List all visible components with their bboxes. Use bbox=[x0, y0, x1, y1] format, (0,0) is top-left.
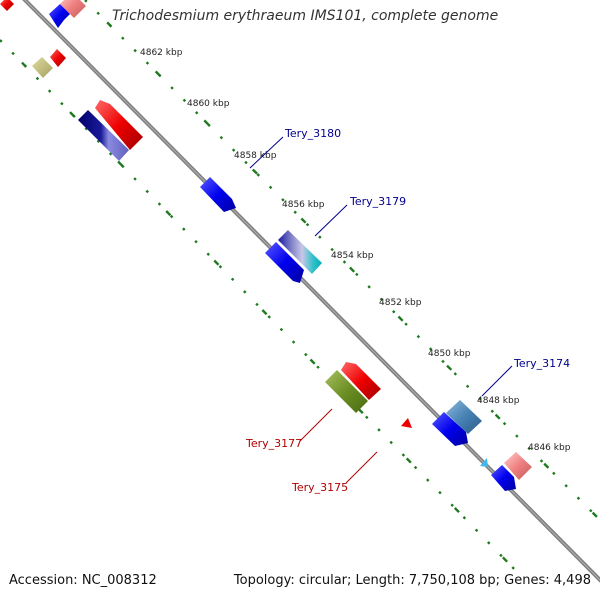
gene-reverse[interactable] bbox=[401, 418, 412, 428]
gene-forward[interactable] bbox=[480, 458, 488, 467]
major-tick bbox=[405, 457, 412, 464]
svg-text:Tery_3174: Tery_3174 bbox=[513, 357, 570, 370]
kbp-label: 4852 kbp bbox=[379, 298, 422, 308]
gene-forward[interactable] bbox=[491, 465, 516, 491]
major-tick bbox=[69, 111, 76, 118]
genome-summary-text: Topology: circular; Length: 7,750,108 bp… bbox=[233, 573, 591, 588]
genome-title: Trichodesmium erythraeum IMS101, complet… bbox=[112, 8, 499, 24]
gene-forward[interactable] bbox=[200, 177, 236, 212]
kbp-label: 4856 kbp bbox=[282, 200, 325, 210]
major-tick bbox=[309, 358, 316, 365]
forward-genes bbox=[0, 0, 532, 491]
gene-reverse[interactable] bbox=[50, 49, 66, 67]
svg-text:Tery_3175: Tery_3175 bbox=[291, 481, 348, 494]
major-tick bbox=[446, 364, 453, 371]
svg-text:Tery_3180: Tery_3180 bbox=[284, 127, 341, 140]
gene-forward[interactable] bbox=[49, 4, 70, 28]
major-tick bbox=[591, 511, 598, 518]
kbp-label: 4862 kbp bbox=[140, 48, 183, 58]
genome-backbone bbox=[22, 0, 600, 583]
kbp-label: 4848 kbp bbox=[477, 396, 520, 406]
svg-text:Tery_3179: Tery_3179 bbox=[349, 195, 406, 208]
reverse-genes bbox=[32, 49, 412, 428]
major-tick bbox=[349, 266, 356, 273]
gene-label-tery-3180[interactable]: Tery_3180 bbox=[249, 127, 341, 169]
kbp-labels: 4862 kbp 4860 kbp 4858 kbp 4856 kbp 4854… bbox=[140, 48, 571, 453]
major-tick bbox=[251, 168, 258, 175]
gene-forward[interactable] bbox=[504, 452, 532, 480]
major-tick bbox=[165, 210, 172, 217]
gene-reverse[interactable] bbox=[32, 57, 53, 78]
gene-label-tery-3177[interactable]: Tery_3177 bbox=[245, 408, 333, 450]
major-ticks bbox=[21, 21, 598, 563]
major-tick bbox=[397, 315, 404, 322]
major-tick bbox=[203, 119, 210, 126]
gene-forward[interactable] bbox=[265, 242, 304, 283]
kbp-label: 4846 kbp bbox=[528, 443, 571, 453]
major-tick bbox=[543, 462, 550, 469]
kbp-label: 4858 kbp bbox=[234, 151, 277, 161]
major-tick bbox=[502, 556, 508, 563]
gene-forward[interactable] bbox=[278, 230, 322, 274]
major-tick bbox=[453, 507, 460, 514]
gene-forward[interactable] bbox=[0, 0, 14, 11]
major-tick bbox=[300, 217, 307, 224]
gene-reverse[interactable] bbox=[95, 100, 143, 150]
accession-text: Accession: NC_008312 bbox=[9, 573, 157, 588]
kbp-label: 4854 kbp bbox=[331, 251, 374, 261]
gene-reverse[interactable] bbox=[78, 110, 129, 161]
gene-forward[interactable] bbox=[446, 400, 482, 434]
major-tick bbox=[154, 70, 161, 77]
tick-track-inner bbox=[0, 39, 521, 576]
major-tick bbox=[117, 160, 124, 167]
gene-forward[interactable] bbox=[432, 412, 468, 446]
major-tick bbox=[106, 21, 113, 28]
major-tick bbox=[213, 259, 220, 266]
major-tick bbox=[494, 413, 501, 420]
gene-reverse[interactable] bbox=[341, 362, 381, 400]
gene-reverse[interactable] bbox=[325, 370, 368, 413]
svg-text:Tery_3177: Tery_3177 bbox=[245, 437, 302, 450]
gene-label-tery-3175[interactable]: Tery_3175 bbox=[291, 451, 378, 494]
gene-label-tery-3179[interactable]: Tery_3179 bbox=[314, 195, 406, 237]
gene-label-tery-3174[interactable]: Tery_3174 bbox=[481, 357, 570, 397]
gene-forward[interactable] bbox=[60, 0, 86, 18]
major-tick bbox=[261, 309, 268, 316]
kbp-label: 4850 kbp bbox=[428, 349, 471, 359]
kbp-label: 4860 kbp bbox=[187, 99, 230, 109]
major-tick bbox=[21, 61, 27, 68]
